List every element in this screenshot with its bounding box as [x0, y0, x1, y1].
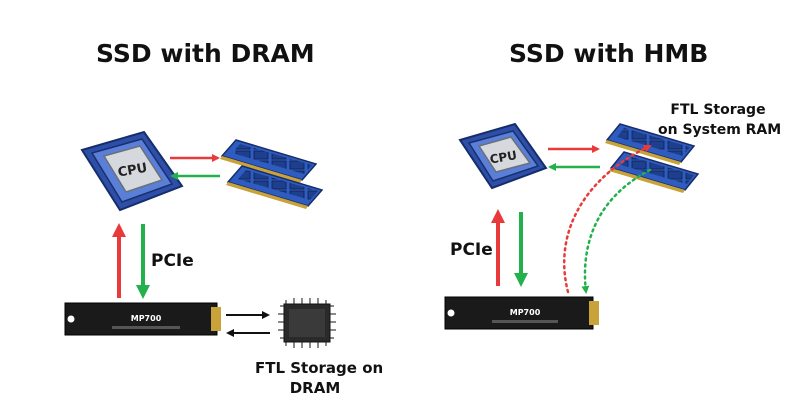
cpu-icon-left: CPU	[80, 130, 184, 212]
cpu-label-right: CPU	[489, 148, 518, 167]
pcie-label-left: PCIe	[151, 251, 194, 271]
title-ssd-with-hmb: SSD with HMB	[509, 39, 709, 68]
cpu-icon-right: CPU	[458, 122, 548, 190]
title-ssd-with-dram: SSD with DRAM	[96, 39, 315, 68]
ssd-icon-left: MP700	[64, 302, 221, 336]
ftl-storage-system-ram-label: FTL Storage on System RAM	[658, 100, 782, 140]
ftl-storage-system-ram-line2: on System RAM	[658, 122, 782, 138]
ftl-storage-dram-label: FTL Storage on DRAM	[255, 358, 384, 398]
pcie-label-right: PCIe	[450, 240, 493, 260]
ssd-icon-right: MP700	[444, 296, 599, 330]
ram-icon-left	[220, 139, 324, 209]
dotted-arrow-ssd-to-ram	[563, 144, 652, 294]
ssd-label-right: MP700	[510, 308, 541, 317]
ssd-label-left: MP700	[131, 314, 162, 323]
ftl-storage-dram-line1: FTL Storage on	[255, 359, 384, 377]
ftl-storage-system-ram-line1: FTL Storage	[670, 102, 766, 118]
cpu-label-left: CPU	[117, 161, 149, 181]
ftl-storage-dram-line2: DRAM	[289, 379, 341, 397]
ram-icon-right	[605, 123, 700, 193]
dotted-arrow-ram-to-ssd	[581, 168, 652, 294]
dram-chip-icon	[278, 298, 336, 348]
